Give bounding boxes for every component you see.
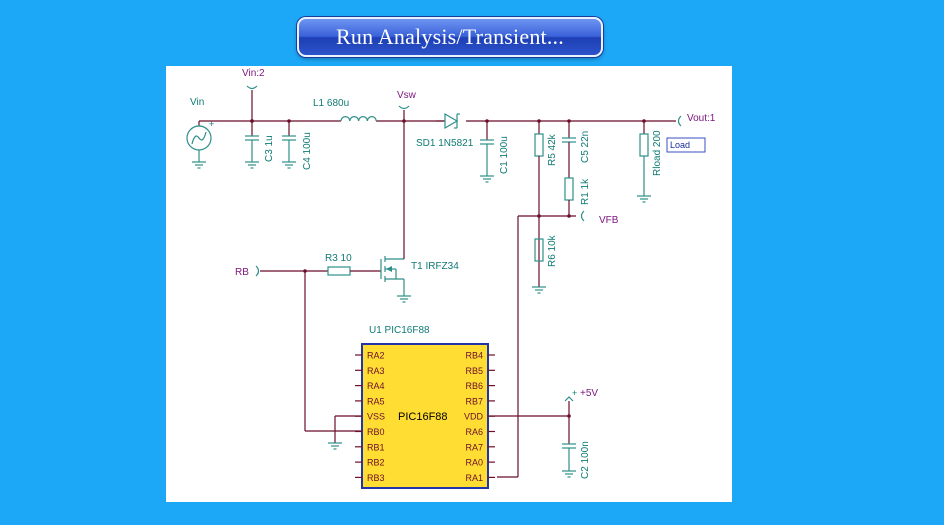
- ic-name: PIC16F88: [398, 411, 448, 423]
- label-c3: C3 1u: [264, 135, 275, 162]
- ic-pin-ra2: RA2: [367, 351, 385, 361]
- net-label-vout: Vout:1: [687, 113, 716, 124]
- vfb-terminal: [580, 210, 585, 222]
- load-tag-text: Load: [670, 140, 690, 150]
- label-r1: R1 1k: [580, 178, 591, 205]
- vsw-terminal: [398, 105, 410, 246]
- resistor-r1[interactable]: [537, 177, 576, 218]
- label-c2: C2 100n: [580, 441, 591, 479]
- diode-sd1[interactable]: [436, 112, 460, 130]
- capacitor-c1[interactable]: [480, 119, 494, 183]
- label-c5: C5 22n: [580, 131, 591, 163]
- net-label-5v: +5V: [580, 388, 598, 399]
- ic-pin-vdd: VDD: [464, 412, 484, 422]
- label-r6: R6 10k: [547, 234, 558, 267]
- ic-pin-ra1: RA1: [465, 473, 483, 483]
- svg-text:+: +: [209, 119, 214, 129]
- ic-pin-rb3: RB3: [367, 473, 385, 483]
- capacitor-c2[interactable]: [562, 416, 576, 478]
- ic-u1-pic16f88[interactable]: PIC16F88: [361, 343, 489, 489]
- resistor-r5[interactable]: [534, 119, 544, 287]
- vout-terminal: [677, 115, 682, 127]
- voltage-source-vin[interactable]: +: [186, 119, 214, 169]
- run-analysis-transient-button[interactable]: Run Analysis/Transient...: [297, 17, 603, 57]
- inductor-l1[interactable]: [340, 116, 377, 122]
- svg-text:+: +: [572, 388, 577, 398]
- ic-pin-rb2: RB2: [367, 458, 385, 468]
- label-r3: R3 10: [325, 253, 352, 264]
- mosfet-t1[interactable]: [380, 246, 411, 303]
- label-source-vin: Vin: [190, 97, 204, 108]
- net-label-rb: RB: [235, 267, 249, 278]
- supply-5v: +: [564, 388, 577, 416]
- label-r5: R5 42k: [547, 133, 558, 166]
- label-c4: C4 100u: [302, 132, 313, 170]
- label-t1: T1 IRFZ34: [411, 261, 459, 272]
- ic-pin-ra6: RA6: [465, 427, 483, 437]
- capacitor-c3[interactable]: [245, 119, 259, 169]
- ic-pin-vss: VSS: [367, 412, 385, 422]
- ic-pin-rb0: RB0: [367, 427, 385, 437]
- label-sd1: SD1 1N5821: [416, 138, 474, 149]
- label-l1: L1 680u: [313, 98, 349, 109]
- ic-pin-ra7: RA7: [465, 442, 483, 452]
- label-u1: U1 PIC16F88: [369, 325, 430, 336]
- ic-pin-rb6: RB6: [465, 381, 483, 391]
- resistor-rload[interactable]: [637, 119, 651, 203]
- schematic-canvas[interactable]: Vin:2 + Vin C3 1u C4 100u L1: [166, 66, 732, 502]
- ic-pin-rb5: RB5: [465, 366, 483, 376]
- resistor-r3[interactable]: [327, 266, 381, 276]
- resistor-r6[interactable]: [532, 238, 546, 294]
- ic-pin-ra0: RA0: [465, 458, 483, 468]
- ic-pin-rb4: RB4: [465, 351, 483, 361]
- net-label-vin: Vin:2: [242, 68, 265, 79]
- ic-pin-rb7: RB7: [465, 396, 483, 406]
- ic-pin-rb1: RB1: [367, 442, 385, 452]
- label-rload: Rload 200: [652, 130, 663, 176]
- load-tag[interactable]: Load: [666, 137, 706, 153]
- ic-pin-ra4: RA4: [367, 381, 385, 391]
- capacitor-c5[interactable]: [562, 119, 576, 178]
- rb-terminal: [255, 265, 328, 277]
- ic-pin-ra3: RA3: [367, 366, 385, 376]
- vin-terminal: [246, 85, 258, 123]
- ic-pin-ra5: RA5: [367, 396, 385, 406]
- net-label-vsw: Vsw: [397, 90, 417, 101]
- capacitor-c4[interactable]: [282, 119, 296, 169]
- label-c1: C1 100u: [499, 136, 510, 174]
- net-label-vfb: VFB: [599, 215, 619, 226]
